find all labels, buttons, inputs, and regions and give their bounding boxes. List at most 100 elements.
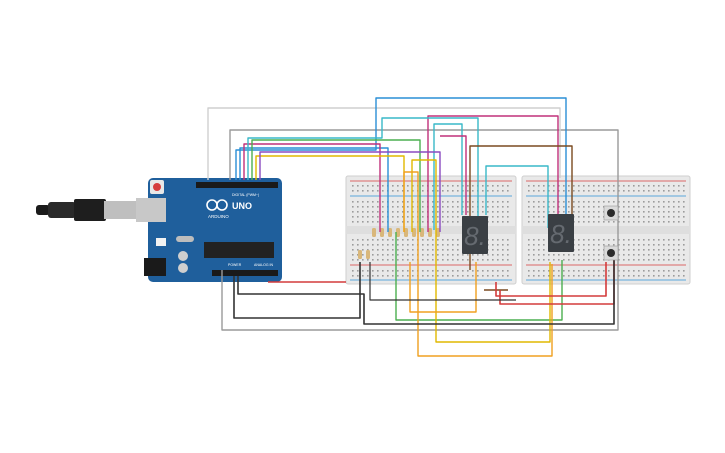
resistor[interactable] [412,228,416,237]
breadboard-hole [563,201,565,203]
breadboard-hole [543,216,545,218]
breadboard-hole [668,244,670,246]
breadboard-hole [643,216,645,218]
push-button-2[interactable] [603,245,619,261]
breadboard-hole [407,190,409,192]
resistor[interactable] [404,228,408,237]
resistor[interactable] [388,228,392,237]
breadboard-hole [533,216,535,218]
breadboard-hole [533,270,535,272]
breadboard-hole [568,201,570,203]
breadboard-hole [497,259,499,261]
breadboard-hole [533,239,535,241]
breadboard-right[interactable] [521,175,691,285]
breadboard-hole [427,275,429,277]
breadboard-hole [492,201,494,203]
breadboard-hole [653,270,655,272]
breadboard-hole [507,275,509,277]
breadboard-hole [422,249,424,251]
breadboard-hole [387,239,389,241]
breadboard-hole [548,190,550,192]
breadboard-hole [578,206,580,208]
analog-header [212,270,278,276]
breadboard-hole [638,239,640,241]
push-button-1[interactable] [603,205,619,221]
breadboard-hole [452,275,454,277]
resistor[interactable] [358,250,362,259]
breadboard-hole [593,249,595,251]
breadboard-hole [613,190,615,192]
breadboard-hole [477,275,479,277]
breadboard-hole [442,221,444,223]
breadboard-hole [397,254,399,256]
breadboard-hole [663,216,665,218]
breadboard-hole [648,221,650,223]
breadboard-hole [663,239,665,241]
breadboard-hole [608,201,610,203]
breadboard-hole [352,190,354,192]
breadboard-hole [392,275,394,277]
arduino-board[interactable]: UNO ARDUINO DIGITAL (PWM~) POWER ANALOG … [136,178,282,282]
breadboard-hole [638,201,640,203]
resistor-array[interactable] [358,228,440,259]
breadboard-hole [412,249,414,251]
breadboard-hole [678,201,680,203]
resistor[interactable] [396,228,400,237]
resistor[interactable] [420,228,424,237]
wire-layer[interactable] [207,97,619,357]
breadboard-hole [618,216,620,218]
resistor[interactable] [436,228,440,237]
breadboard-hole [362,206,364,208]
resistor[interactable] [372,228,376,237]
seven-segment-display-2[interactable]: 8. [548,214,574,252]
breadboard-hole [447,201,449,203]
breadboard-hole [457,249,459,251]
breadboard-hole [377,249,379,251]
breadboard-hole [357,216,359,218]
breadboard-hole [548,185,550,187]
breadboard-hole [528,216,530,218]
wire-green [251,139,421,232]
breadboard-hole [502,216,504,218]
breadboard-hole [618,185,620,187]
breadboard-hole [568,259,570,261]
breadboard-hole [492,254,494,256]
resistor[interactable] [428,228,432,237]
breadboard-hole [678,206,680,208]
resistor[interactable] [366,250,370,259]
breadboard-hole [472,201,474,203]
breadboard-hole [633,239,635,241]
breadboard-hole [352,239,354,241]
breadboard-hole [437,221,439,223]
breadboard-hole [502,185,504,187]
breadboard-hole [683,185,685,187]
breadboard-hole [658,249,660,251]
breadboard-hole [457,259,459,261]
breadboard-hole [407,259,409,261]
breadboard-hole [643,259,645,261]
breadboard-hole [628,211,630,213]
resistor[interactable] [380,228,384,237]
seven-segment-display-1[interactable]: 8. [462,216,488,254]
breadboard-hole [633,185,635,187]
breadboard-hole [588,244,590,246]
breadboard-hole [432,216,434,218]
breadboard-hole [507,221,509,223]
breadboard-hole [653,221,655,223]
breadboard-hole [588,185,590,187]
breadboard-hole [663,206,665,208]
breadboard-hole [533,190,535,192]
breadboard-hole [553,254,555,256]
breadboard-hole [573,190,575,192]
breadboard-hole [447,190,449,192]
breadboard-hole [487,259,489,261]
breadboard-hole [543,239,545,241]
breadboard-hole [367,259,369,261]
breadboard-hole [538,249,540,251]
breadboard-hole [633,254,635,256]
breadboard-hole [412,270,414,272]
breadboard-hole [397,239,399,241]
breadboard-hole [678,270,680,272]
breadboard-hole [648,259,650,261]
breadboard-hole [382,244,384,246]
